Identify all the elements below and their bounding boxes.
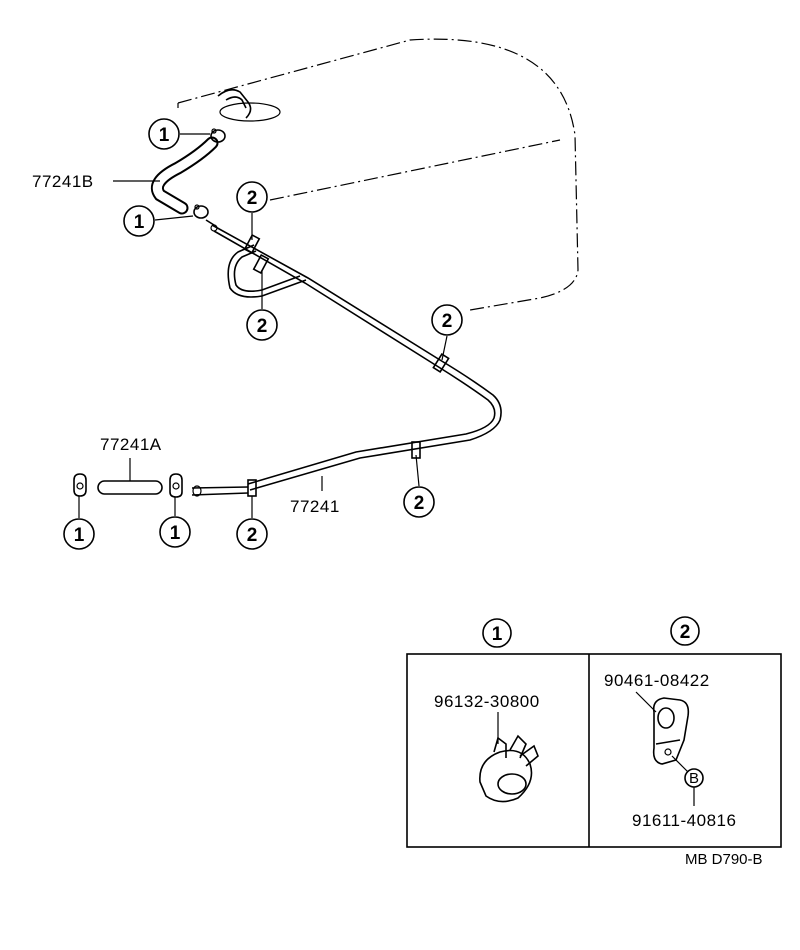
label-77241: 77241 xyxy=(290,497,340,516)
svg-text:2: 2 xyxy=(442,311,453,332)
label-77241a: 77241A xyxy=(100,435,162,454)
svg-text:2: 2 xyxy=(680,622,691,643)
svg-text:1: 1 xyxy=(170,523,181,544)
legend-table xyxy=(406,653,782,848)
svg-text:2: 2 xyxy=(257,316,268,337)
pipe-77241 xyxy=(191,219,502,497)
svg-text:B: B xyxy=(689,770,699,787)
clamp-upper-bottom xyxy=(193,204,209,219)
hose-77241a xyxy=(97,480,163,495)
legend-header-clip: 2 xyxy=(670,616,700,646)
callout-clip-3: 2 xyxy=(431,304,463,336)
clamp-lower-right xyxy=(169,473,183,498)
svg-text:1: 1 xyxy=(74,525,85,546)
callout-clip-4: 2 xyxy=(403,486,435,518)
clamp-lower-left xyxy=(73,473,87,497)
clamp-upper-top xyxy=(210,128,226,143)
svg-text:1: 1 xyxy=(159,125,170,146)
legend-bolt-badge: B xyxy=(671,755,704,806)
legend-header-clamp: 1 xyxy=(482,618,512,648)
callout-clamp-4: 1 xyxy=(159,516,191,548)
fuel-tank-outline xyxy=(177,38,579,311)
svg-text:1: 1 xyxy=(134,212,145,233)
callout-clip-2: 2 xyxy=(246,309,278,341)
legend-clamp-part-number: 96132-30800 xyxy=(434,692,540,711)
svg-text:1: 1 xyxy=(492,624,503,645)
legend-clamp-icon xyxy=(479,734,539,803)
callout-clamp-3: 1 xyxy=(63,518,95,550)
callout-clip-5: 2 xyxy=(236,518,268,550)
callout-clamp-1: 1 xyxy=(148,118,180,150)
callout-clip-1: 2 xyxy=(236,181,268,213)
svg-text:2: 2 xyxy=(247,525,258,546)
tank-filler-neck xyxy=(217,88,281,122)
pipe-clip-sleeves xyxy=(243,233,450,497)
callout-clamp-2: 1 xyxy=(123,205,155,237)
svg-text:2: 2 xyxy=(414,493,425,514)
label-77241b: 77241B xyxy=(32,172,94,191)
legend-clip-icon xyxy=(652,697,690,765)
hose-77241b xyxy=(150,136,219,215)
leader-lines xyxy=(78,133,448,518)
legend-clip-part-number: 90461-08422 xyxy=(604,671,710,690)
legend-bolt-part-number: 91611-40816 xyxy=(632,811,736,830)
figure-reference: MB D790-B xyxy=(685,851,763,868)
svg-text:2: 2 xyxy=(247,188,258,209)
